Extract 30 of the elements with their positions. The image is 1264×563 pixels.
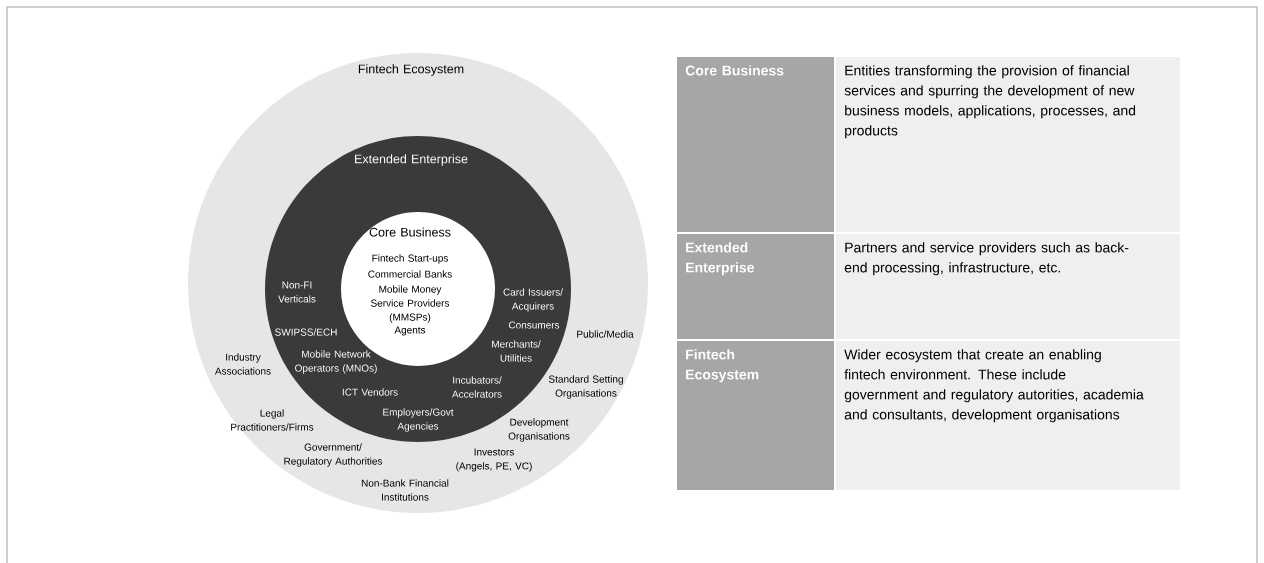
ecosystem-entry: Development Organisations	[508, 418, 570, 442]
enterprise-entry: Incubators/ Accelrators	[452, 376, 502, 398]
circle-heading: Core Business	[369, 227, 451, 237]
table-cell: Partners and service providers such as back-end processing, infrastructure, etc.	[836, 234, 1180, 339]
table-cell: Wider ecosystem that create an enabling fintech environment. These include government and regulatory autorities, academia and consultants, development organisations	[836, 341, 1180, 490]
ring-heading: Extended Enterprise	[355, 154, 468, 166]
ecosystem-entry: Government/ Regulatory Authorities	[284, 443, 383, 467]
enterprise-entry: SWIPSS/ECH	[275, 328, 337, 336]
enterprise-entry: Non-FI Verticals	[278, 281, 316, 303]
ecosystem-entry: Standard Setting Organisations	[548, 375, 623, 399]
business-entry: Fintech Start-ups	[372, 254, 448, 264]
business-entry: Agents	[394, 326, 426, 336]
enterprise-entry: Mobile Network Operators (MNOs)	[295, 350, 377, 374]
ecosystem-entry: Investors (Angels, PE, VC)	[456, 448, 532, 472]
ring-heading: Fintech Ecosystem	[358, 64, 464, 76]
ecosystem-entry: Industry Associations	[214, 353, 271, 375]
table-cell: Fintech Ecosystem	[677, 341, 834, 490]
enterprise-entry: ICT Vendors	[342, 388, 398, 396]
enterprise-entry: Merchants/ Utilities	[492, 340, 541, 362]
enterprise-entry: Employers/Govt Agencies	[383, 408, 454, 432]
ecosystem-entry: Non-Bank Financial Institutions	[361, 479, 449, 501]
table-cell: Extended Enterprise	[677, 234, 834, 339]
ecosystem-entry: Legal Practitioners/Firms	[231, 409, 314, 431]
business-entry: Commercial Banks	[368, 270, 452, 278]
business-entry: Mobile Money Service Providers (MMSPs)	[371, 285, 450, 323]
enterprise-entry: Card Issuers/ Acquirers	[503, 288, 563, 312]
table-cell: Entities transforming the provision of financial services and spurring the development of new business models, applications, processes, and products	[836, 57, 1180, 232]
ecosystem-entry: Public/Media	[577, 330, 634, 338]
enterprise-entry: Consumers	[508, 321, 560, 329]
table-cell: Core Business	[677, 57, 834, 232]
